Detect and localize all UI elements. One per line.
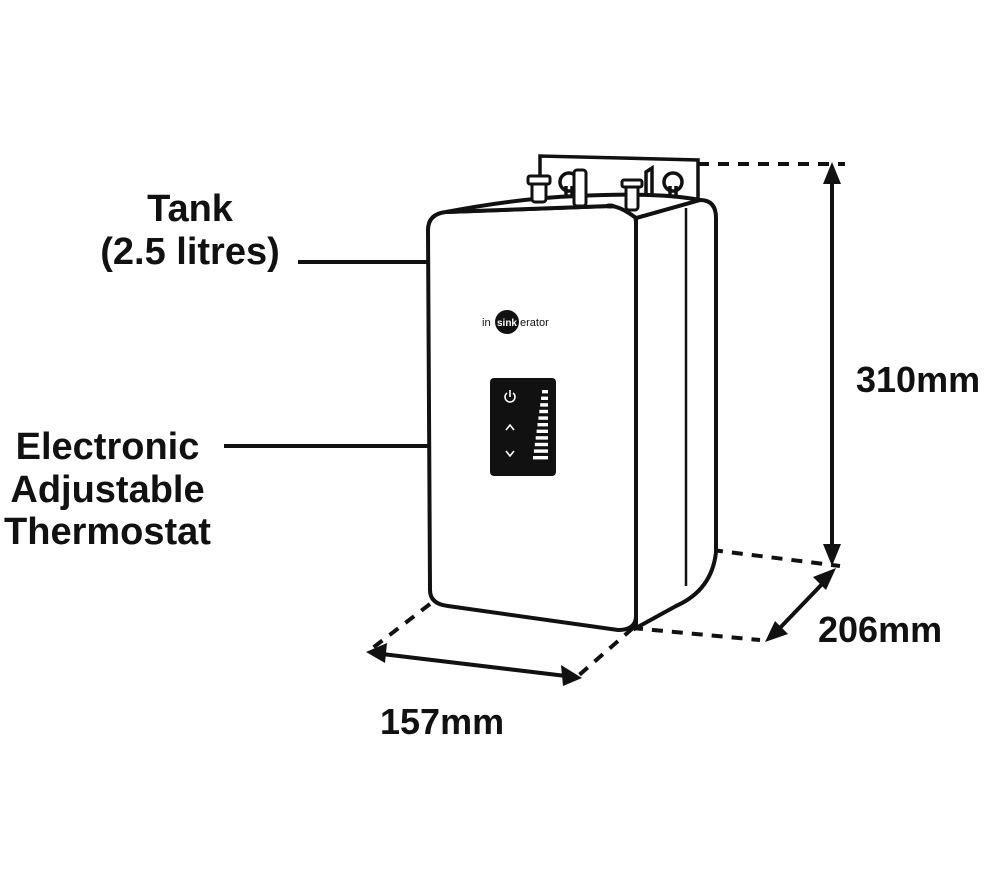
thermostat-control-panel — [490, 378, 556, 476]
level-bar — [534, 442, 548, 447]
width-dimension-label: 157mm — [380, 701, 505, 742]
level-bar — [540, 403, 548, 407]
depth-dimension-label: 206mm — [818, 609, 943, 650]
guide-front-right — [576, 626, 635, 678]
thermostat-label-line2: Adjustable — [10, 468, 205, 511]
brand-highlight: sink — [497, 318, 517, 329]
chevron-up-icon — [505, 423, 515, 431]
level-bar — [541, 396, 548, 400]
fitting-mid — [572, 168, 588, 208]
width-arrow-line — [381, 652, 567, 678]
tank-side — [634, 197, 718, 632]
tank-callout: Tank (2.5 litres) — [80, 188, 300, 273]
chevron-down-icon — [505, 450, 515, 458]
height-dimension-label: 310mm — [856, 359, 981, 400]
brand-suffix: erator — [520, 317, 549, 329]
power-icon — [504, 390, 516, 403]
tank-label-line1: Tank — [147, 188, 233, 230]
level-bar — [538, 416, 548, 420]
level-bar — [536, 429, 548, 433]
brand-logo: in sink erator — [482, 310, 549, 334]
guide-bottom-right — [711, 548, 841, 568]
thermostat-label-line1: Electronic — [15, 426, 200, 468]
depth-arrowhead-lower — [765, 621, 788, 642]
height-arrowhead-bottom — [823, 544, 841, 566]
brand-badge — [495, 310, 519, 334]
level-bar — [535, 436, 548, 440]
dimension-guides — [368, 162, 845, 678]
width-arrowhead-left — [366, 643, 387, 663]
level-bar — [539, 409, 548, 414]
level-bar — [542, 390, 548, 394]
dimension-arrows — [366, 162, 841, 686]
thermostat-callout: Electronic Adjustable Thermostat — [0, 426, 215, 554]
temperature-level-bars — [533, 390, 548, 460]
depth-arrowhead-upper — [813, 568, 836, 590]
level-bar — [533, 449, 548, 453]
level-bar — [537, 423, 548, 427]
brand-prefix: in — [482, 317, 491, 329]
width-arrowhead-right — [561, 665, 582, 686]
top-fittings — [526, 168, 644, 212]
guide-front-left — [368, 602, 432, 652]
height-arrowhead-top — [823, 162, 841, 184]
tank-body — [425, 192, 718, 633]
thermostat-label-line3: Thermostat — [4, 511, 211, 554]
guide-base-right — [631, 626, 761, 642]
depth-arrow-line — [774, 578, 828, 634]
level-bar — [533, 456, 548, 460]
tank-label-line2: (2.5 litres) — [100, 230, 280, 273]
